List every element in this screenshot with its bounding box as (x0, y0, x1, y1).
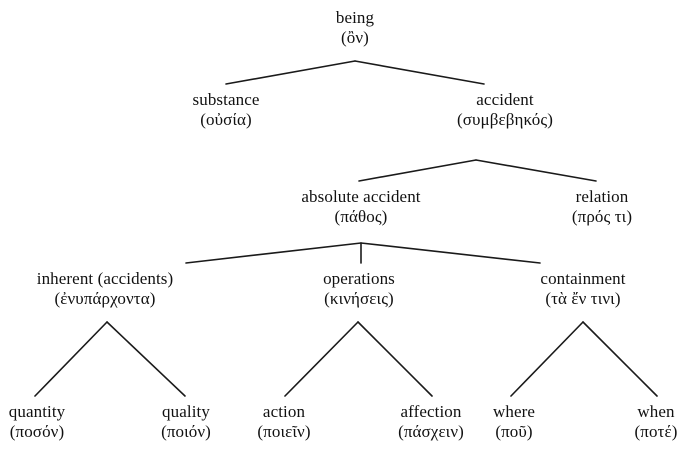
tree-edge-absolute-accident-to-containment (360, 242, 541, 264)
tree-node-inherent: inherent (accidents)(ἐνυπάρχοντα) (37, 269, 174, 309)
node-term-label: quantity (8, 402, 66, 421)
node-greek-label: (ποῦ) (495, 422, 533, 442)
node-greek-label: (πάσχειν) (398, 422, 464, 442)
node-greek-label: (οὐσία) (200, 110, 252, 130)
tree-edge-containment-to-when (582, 321, 658, 397)
node-term-label: absolute accident (301, 187, 421, 206)
tree-node-affection: affection(πάσχειν) (398, 402, 464, 442)
tree-edge-operations-to-action (284, 321, 359, 397)
tree-node-absolute-accident: absolute accident(πάθος) (301, 187, 420, 227)
node-term-label: substance (192, 90, 260, 109)
tree-edge-accident-to-relation (475, 159, 597, 182)
tree-node-operations: operations(κινήσεις) (323, 269, 395, 309)
node-greek-label: (τὰ ἔν τινι) (545, 289, 621, 309)
node-greek-label: (πάθος) (334, 207, 388, 227)
node-greek-label: (ποτέ) (634, 422, 678, 442)
node-greek-label: (ὂν) (341, 28, 369, 48)
node-greek-label: (ἐνυπάρχοντα) (54, 289, 156, 309)
tree-node-accident: accident(συμβεβηκός) (457, 90, 553, 130)
tree-node-when: when(ποτέ) (635, 402, 678, 442)
node-term-label: action (262, 402, 306, 421)
node-term-label: relation (575, 187, 629, 206)
node-term-label: quality (162, 402, 210, 421)
tree-node-quantity: quantity(ποσόν) (9, 402, 66, 442)
tree-node-where: where(ποῦ) (493, 402, 535, 442)
node-term-label: being (335, 8, 375, 27)
node-greek-label: (κινήσεις) (324, 289, 394, 309)
node-term-label: accident (476, 90, 534, 109)
tree-edge-containment-to-where (510, 321, 584, 397)
node-greek-label: (ποιόν) (161, 422, 211, 442)
tree-node-relation: relation(πρός τι) (572, 187, 632, 227)
tree-node-substance: substance(οὐσία) (193, 90, 260, 130)
node-term-label: operations (323, 269, 395, 288)
tree-node-quality: quality(ποιόν) (161, 402, 211, 442)
node-greek-label: (ποιεῖν) (257, 422, 311, 442)
tree-edge-inherent-to-quality (106, 321, 186, 397)
node-term-label: affection (400, 402, 462, 421)
node-greek-label: (πρός τι) (571, 207, 633, 227)
node-term-label: where (492, 402, 536, 421)
tree-node-containment: containment(τὰ ἔν τινι) (540, 269, 625, 309)
node-term-label: when (637, 402, 675, 421)
tree-edge-being-to-accident (354, 60, 485, 85)
tree-node-being: being(ὂν) (336, 8, 374, 48)
tree-edge-absolute-accident-to-inherent (185, 242, 362, 264)
tree-edge-accident-to-absolute-accident (358, 159, 477, 182)
node-term-label: containment (540, 269, 626, 288)
tree-edge-being-to-substance (225, 60, 356, 85)
node-term-label: inherent (accidents) (36, 269, 174, 288)
tree-edge-operations-to-affection (357, 321, 433, 397)
tree-edge-inherent-to-quantity (34, 321, 108, 397)
node-greek-label: (συμβεβηκός) (457, 110, 553, 130)
node-greek-label: (ποσόν) (9, 422, 65, 442)
tree-node-action: action(ποιεῖν) (257, 402, 310, 442)
